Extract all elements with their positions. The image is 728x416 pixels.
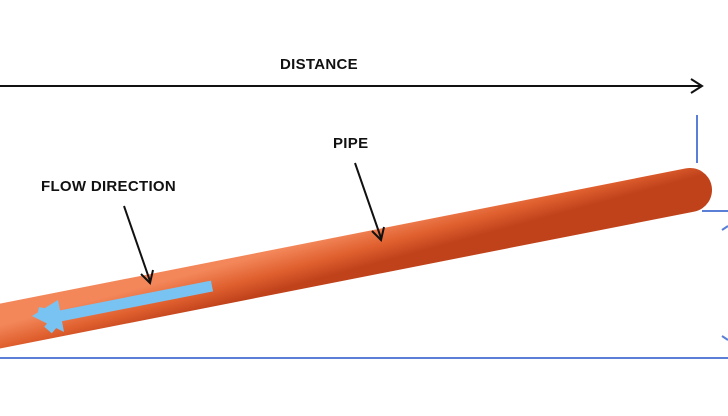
- flow-pointer-arrowhead: [140, 269, 154, 285]
- pipe-label: PIPE: [333, 135, 369, 152]
- rise-marker-bottom: [721, 335, 728, 341]
- distance-label: DISTANCE: [280, 56, 358, 73]
- pipe-pointer-arrow: [354, 162, 382, 239]
- distance-arrowhead: [690, 78, 704, 94]
- flow-pointer-arrow: [123, 205, 151, 282]
- flow-direction-label: FLOW DIRECTION: [41, 178, 177, 195]
- flow-arrowhead-point: [32, 300, 64, 332]
- flow-direction-arrow: [58, 280, 214, 322]
- pipe-pointer-arrowhead: [371, 226, 385, 242]
- rise-marker-top: [721, 225, 728, 231]
